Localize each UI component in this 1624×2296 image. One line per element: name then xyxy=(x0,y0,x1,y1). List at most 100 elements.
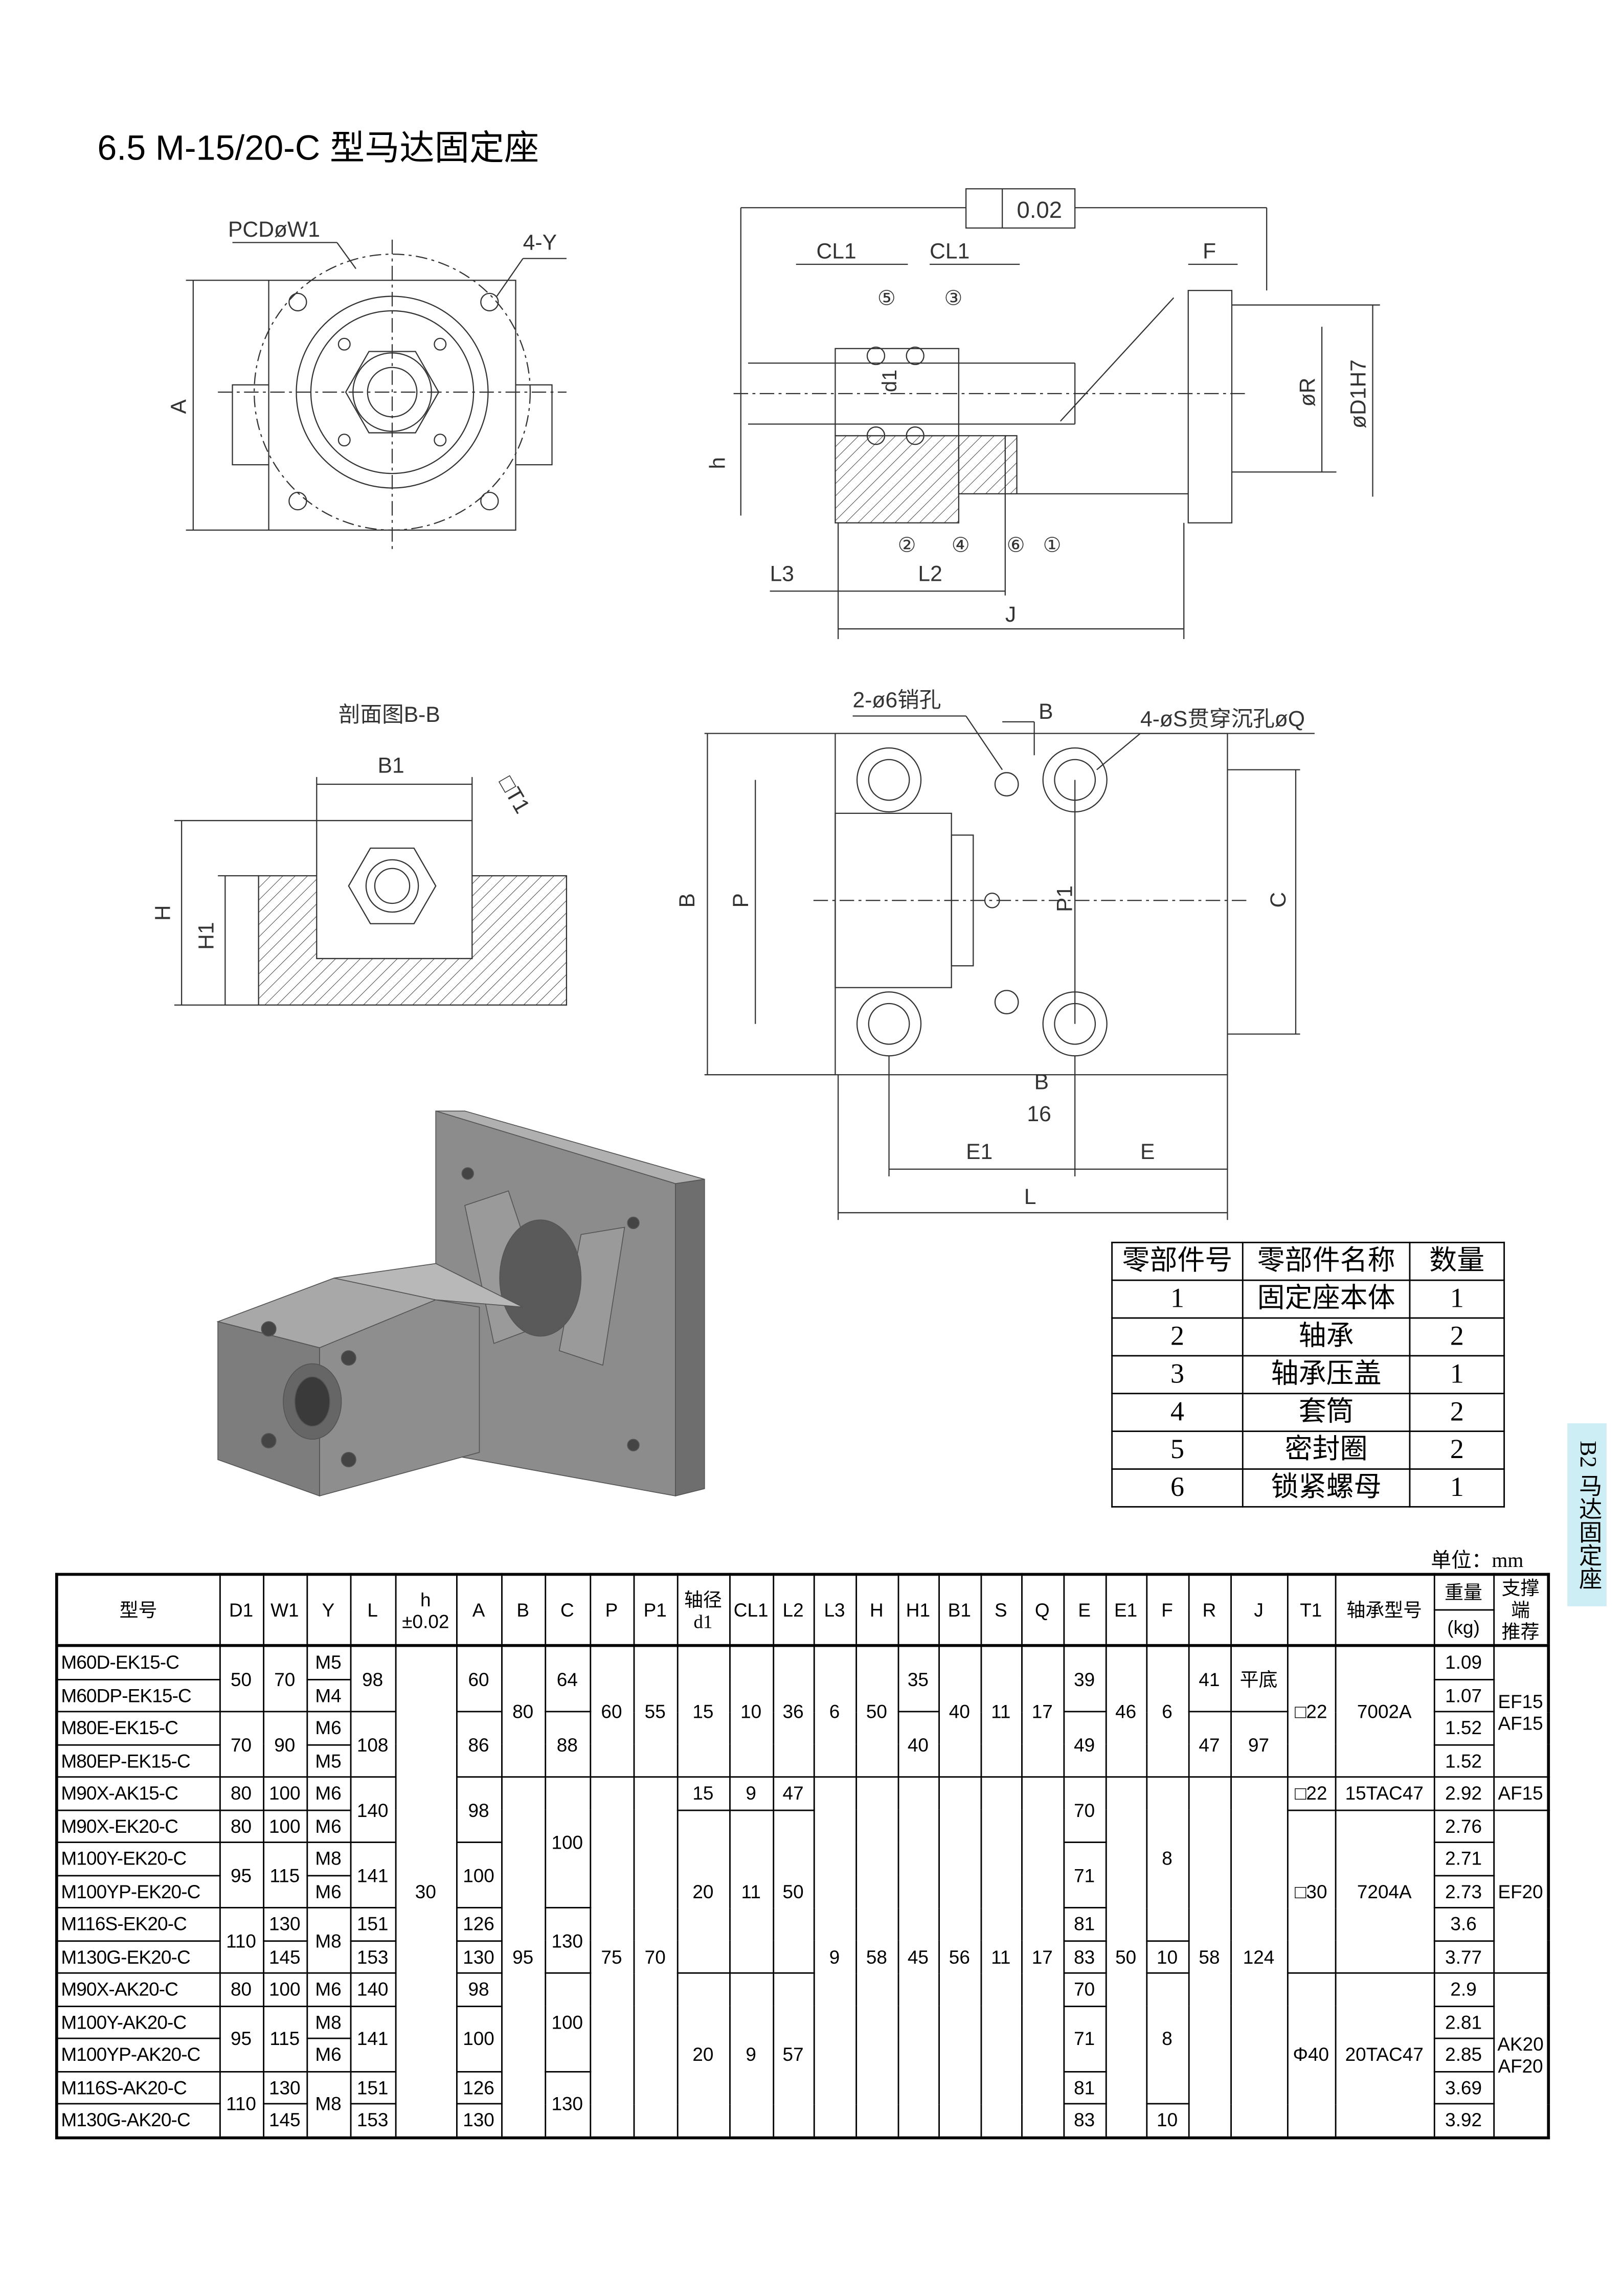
table-cell: M6 xyxy=(305,2037,351,2072)
column-header: 轴承型号 xyxy=(1334,1574,1435,1647)
table-cell: 1.07 xyxy=(1433,1678,1494,1713)
table-cell: M5 xyxy=(305,1645,351,1680)
table-cell: 30 xyxy=(394,1645,457,2138)
column-header: L3 xyxy=(813,1574,856,1647)
part-number: 2 xyxy=(1111,1317,1244,1357)
column-header-weight-unit: (kg) xyxy=(1433,1609,1494,1647)
table-cell: 64 xyxy=(544,1645,591,1713)
table-cell: AK20 AF20 xyxy=(1492,1972,1549,2138)
table-cell: 1.09 xyxy=(1433,1645,1494,1680)
top-view: 2-ø6销孔 B 4-øS贯穿沉孔øQ B P P1 C B 16 E1 E L xyxy=(675,688,1315,1220)
table-cell: 58 xyxy=(1187,1776,1231,2138)
column-header: F xyxy=(1145,1574,1189,1647)
table-cell: 145 xyxy=(262,1939,307,1974)
l3-label: L3 xyxy=(770,561,794,586)
table-cell: 55 xyxy=(633,1645,678,1778)
column-header: B1 xyxy=(937,1574,981,1647)
model-cell: M80E-EK15-C xyxy=(56,1711,220,1745)
table-cell: 50 xyxy=(854,1645,899,1778)
table-cell: 108 xyxy=(349,1711,396,1778)
model-cell: M116S-AK20-C xyxy=(56,2070,220,2105)
column-header: R xyxy=(1187,1574,1231,1647)
b1-label: B1 xyxy=(378,753,404,778)
part-qty: 2 xyxy=(1409,1393,1505,1433)
table-cell: 46 xyxy=(1104,1645,1147,1778)
table-cell: 11 xyxy=(980,1776,1022,2138)
column-header: H xyxy=(854,1574,899,1647)
table-cell: 70 xyxy=(1063,1972,1107,2007)
b-bottom-label: B xyxy=(1034,1070,1049,1095)
technical-drawings: PCDøW1 4-Y A 0.02 xyxy=(150,188,1380,1497)
model-cell: M90X-AK15-C xyxy=(56,1776,220,1811)
part-name: 轴承压盖 xyxy=(1242,1355,1411,1395)
front-view: PCDøW1 4-Y A xyxy=(167,217,567,552)
table-cell: □22 xyxy=(1286,1776,1336,1811)
f-label: F xyxy=(1203,239,1216,264)
column-header: Q xyxy=(1020,1574,1064,1647)
d1-label: d1 xyxy=(878,370,901,392)
table-cell: M4 xyxy=(305,1678,351,1713)
table-cell: 47 xyxy=(772,1776,815,1811)
table-cell: 57 xyxy=(772,1972,815,2138)
l2-label: L2 xyxy=(918,561,942,586)
table-cell: 71 xyxy=(1063,1842,1107,1908)
e1-label: E1 xyxy=(966,1140,993,1164)
parts-header-qty: 数量 xyxy=(1409,1241,1505,1281)
callout-1: ① xyxy=(1043,534,1062,557)
tolerance-label: 0.02 xyxy=(1017,197,1062,223)
table-cell: 6 xyxy=(813,1645,856,1778)
d1h7-label: øD1H7 xyxy=(1346,359,1370,428)
table-cell: M8 xyxy=(305,1842,351,1876)
table-cell: 100 xyxy=(262,1776,307,1811)
table-cell: 15 xyxy=(676,1776,730,1811)
part-qty: 1 xyxy=(1409,1279,1505,1319)
callout-4: ④ xyxy=(952,534,970,557)
table-cell: 71 xyxy=(1063,2005,1107,2072)
section-side-tab[interactable]: B2 马达固定座 xyxy=(1567,1423,1607,1606)
table-cell: 56 xyxy=(937,1776,981,2138)
p1-label: P1 xyxy=(1053,885,1077,912)
column-header: E xyxy=(1063,1574,1107,1647)
column-header: J xyxy=(1229,1574,1288,1647)
table-cell: 3.92 xyxy=(1433,2103,1494,2138)
table-cell: 11 xyxy=(728,1809,774,1974)
table-cell: AF15 xyxy=(1492,1776,1549,1811)
table-cell: 60 xyxy=(455,1645,502,1713)
table-cell: 110 xyxy=(218,2070,264,2138)
table-cell: EF20 xyxy=(1492,1809,1549,1974)
b-top-label: B xyxy=(1039,699,1053,724)
table-cell: 50 xyxy=(218,1645,264,1713)
callout-5: ⑤ xyxy=(877,287,896,310)
cl1-right-label: CL1 xyxy=(930,239,969,264)
table-cell: 153 xyxy=(349,1939,396,1974)
table-cell: 100 xyxy=(544,1972,591,2072)
model-cell: M90X-EK20-C xyxy=(56,1809,220,1843)
table-cell: M6 xyxy=(305,1776,351,1811)
table-cell: 75 xyxy=(589,1776,635,2138)
table-cell: 2.85 xyxy=(1433,2037,1494,2072)
table-cell: 41 xyxy=(1187,1645,1231,1713)
column-header: C xyxy=(544,1574,591,1647)
model-cell: M100YP-EK20-C xyxy=(56,1874,220,1908)
model-cell: M80EP-EK15-C xyxy=(56,1743,220,1778)
cl1-left-label: CL1 xyxy=(817,239,856,264)
table-cell: 151 xyxy=(349,1907,396,1941)
table-cell: 100 xyxy=(455,1842,502,1908)
table-cell: 17 xyxy=(1020,1776,1064,2138)
table-cell: 10 xyxy=(728,1645,774,1778)
table-cell: 80 xyxy=(218,1776,264,1811)
isometric-render xyxy=(216,1110,705,1497)
table-cell: 3.6 xyxy=(1433,1907,1494,1941)
table-cell: 40 xyxy=(897,1711,939,1778)
table-cell: 58 xyxy=(854,1776,899,2138)
part-name: 套筒 xyxy=(1242,1393,1411,1433)
table-cell: 110 xyxy=(218,1906,264,1974)
unit-label: 单位：mm xyxy=(1431,1551,1524,1573)
callout-2: ② xyxy=(898,534,916,557)
